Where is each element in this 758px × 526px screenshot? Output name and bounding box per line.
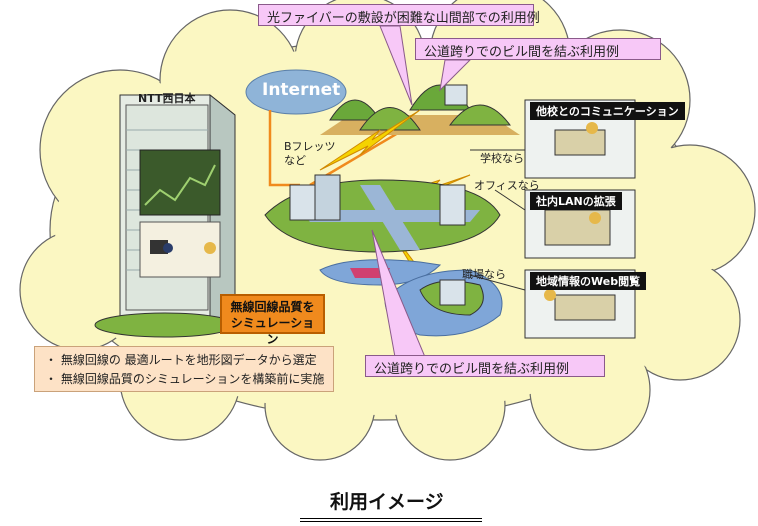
mountain-area	[320, 84, 520, 135]
simulation-box: 無線回線品質を シミュレーション	[220, 294, 325, 346]
simulation-line2: シミュレーション	[230, 316, 315, 346]
callout-road-top: 公道跨りでのビル間を結ぶ利用例	[415, 38, 661, 60]
internet-label: Internet	[262, 80, 341, 100]
use-case-place-workplace: 職場なら	[462, 268, 506, 281]
feature-item: ・ 無線回線の 最適ルートを地形図データから選定	[45, 353, 317, 367]
ntt-building	[94, 93, 236, 338]
feature-item: ・ 無線回線品質のシミュレーションを構築前に実施	[45, 372, 325, 386]
callout-mountain: 光ファイバーの敷設が困難な山間部での利用例	[258, 4, 540, 26]
use-case-title-workplace: 地域情報のWeb閲覧	[530, 272, 647, 290]
figure-caption: 利用イメージ	[330, 491, 444, 513]
internet-cloud-shape	[245, 69, 347, 115]
callout-road-bottom: 公道跨りでのビル間を結ぶ利用例	[365, 355, 605, 377]
caption-underline	[300, 518, 482, 519]
use-case-title-school: 他校とのコミュニケーション	[530, 102, 685, 120]
bflets-suffix: など	[284, 154, 306, 167]
bflets-label: Bフレッツ	[284, 140, 336, 153]
use-case-place-school: 学校なら	[480, 152, 524, 165]
feature-list: ・ 無線回線の 最適ルートを地形図データから選定 ・ 無線回線品質のシミュレーシ…	[34, 346, 334, 392]
use-case-place-office: オフィスなら	[474, 179, 540, 192]
caption-underline-2	[300, 521, 482, 522]
waterfront-island	[319, 259, 503, 337]
use-case-title-office: 社内LANの拡張	[530, 192, 622, 210]
city-island	[264, 174, 501, 253]
ntt-logo: NTT西日本	[138, 92, 196, 105]
simulation-line1: 無線回線品質を	[230, 300, 315, 314]
